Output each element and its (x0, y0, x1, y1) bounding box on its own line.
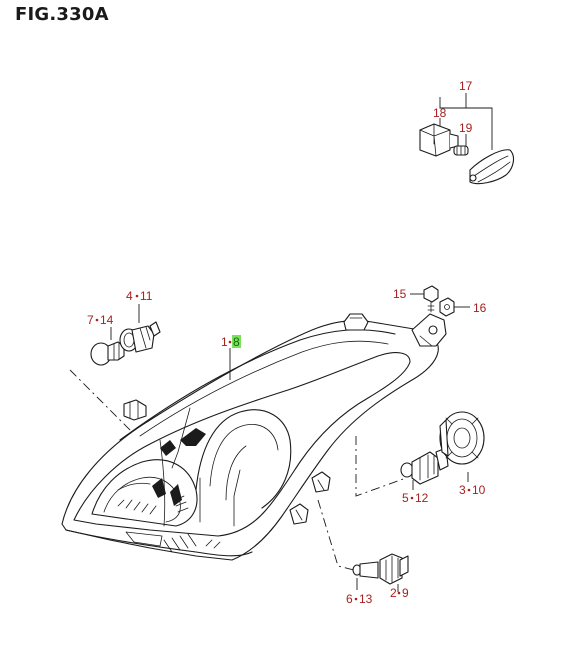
callout-17: 17 (459, 79, 473, 93)
reflector-dark-1 (180, 428, 206, 446)
callout-3-10: 3 10 (459, 483, 486, 497)
marker-socket-18 (419, 123, 459, 157)
callout-15: 15 (393, 287, 407, 301)
figure-title: FIG.330A (15, 4, 109, 25)
svg-text:3: 3 (459, 483, 466, 497)
grommet-16 (439, 297, 470, 317)
callout-19: 19 (459, 121, 473, 135)
socket-4-11 (119, 321, 161, 353)
dash-bulb-path (355, 436, 407, 497)
screw-15 (410, 285, 439, 313)
svg-text:13: 13 (359, 592, 373, 606)
small-bulb-6-13 (352, 561, 379, 590)
side-marker-assembly (419, 93, 515, 185)
svg-text:12: 12 (415, 491, 429, 505)
callout-6-13: 6 13 (346, 592, 373, 606)
svg-text:7: 7 (87, 313, 94, 327)
reflector-dark-2 (160, 440, 176, 456)
dash-small-bulb-path (317, 499, 355, 571)
headlamp-bulb-5-12 (400, 447, 449, 490)
svg-text:14: 14 (100, 313, 114, 327)
marker-lens-17 (469, 149, 515, 185)
dash-bulb-to-housing (69, 369, 135, 435)
marker-bulb-19 (453, 145, 469, 156)
left-mount-clip (123, 399, 147, 421)
highlight-marker (232, 335, 241, 348)
top-bracket (343, 313, 369, 331)
callout-16: 16 (473, 301, 487, 315)
callout-5-12: 5 12 (402, 491, 429, 505)
callout-4-11: 4 11 (126, 289, 153, 303)
callout-7-14: 7 14 (87, 313, 114, 327)
svg-text:6: 6 (346, 592, 353, 606)
svg-text:4: 4 (126, 289, 133, 303)
reflector-dark-3 (152, 478, 166, 498)
bulb-socket-left (69, 304, 161, 435)
callout-1-8: 1 8 (221, 335, 241, 349)
svg-text:10: 10 (472, 483, 486, 497)
svg-text:8: 8 (233, 335, 240, 349)
headlamp-housing (61, 313, 447, 561)
bulb-7-14 (90, 341, 125, 366)
reflector-dark-4 (170, 484, 182, 506)
dust-cap-3-10 (439, 411, 485, 482)
svg-text:2: 2 (390, 586, 397, 600)
svg-text:1: 1 (221, 335, 228, 349)
svg-text:5: 5 (402, 491, 409, 505)
socket-2-9 (379, 553, 409, 592)
callout-18: 18 (433, 106, 447, 120)
callout-2-9: 2 9 (390, 586, 409, 600)
svg-text:11: 11 (140, 289, 153, 303)
svg-text:9: 9 (402, 586, 409, 600)
